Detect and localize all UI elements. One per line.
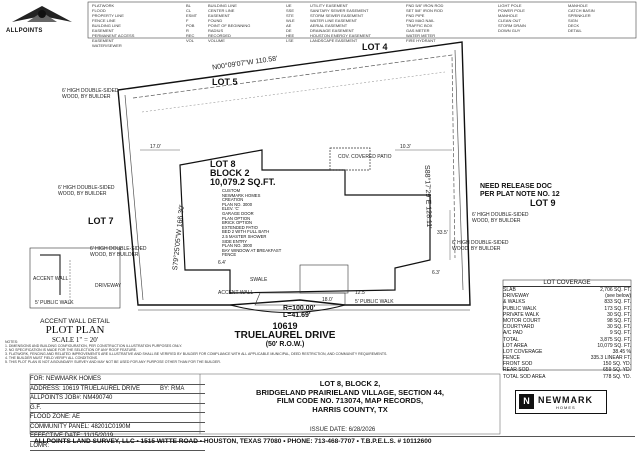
detail-walk-label: 5' PUBLIC WALK xyxy=(35,300,74,306)
fence-text: WOOD, BY BUILDER xyxy=(472,218,529,224)
legal-description: LOT 8, BLOCK 2,BRIDGELAND PRAIRIELAND VI… xyxy=(200,380,500,414)
release-doc-note: NEED RELEASE DOC PER PLAT NOTE NO. 12 xyxy=(480,183,560,199)
info-row: FOR: NEWMARK HOMES xyxy=(30,375,205,385)
coverage-label: TOTAL SOD AREA xyxy=(503,374,545,380)
newmark-name: NEWMARK xyxy=(538,395,593,405)
dim-12-5: 12.5' xyxy=(355,290,366,296)
lot-5-label: LOT 5 xyxy=(212,77,238,87)
lot-4-label: LOT 4 xyxy=(362,42,388,52)
info-row: COMMUNITY PANEL: 48201C0190M xyxy=(30,423,205,433)
fence-text: WOOD, BY BUILDER xyxy=(58,191,115,197)
detail-driveway-label: DRIVEWAY xyxy=(95,283,121,289)
dim-6-3: 6.3' xyxy=(432,270,440,276)
detail-accent-label: ACCENT WALL xyxy=(33,276,68,282)
info-row: G.F. xyxy=(30,404,205,414)
newmark-logo: N NEWMARK HOMES xyxy=(515,390,607,414)
dim-10: 10.3' xyxy=(400,144,411,150)
dim-17: 17.0' xyxy=(150,144,161,150)
plot-plan-title: PLOT PLAN xyxy=(30,325,120,336)
dim-33: 33.5' xyxy=(437,230,448,236)
issue-date: ISSUE DATE: 6/28/2026 xyxy=(310,427,375,433)
info-row: FLOOD ZONE: AE xyxy=(30,413,205,423)
footer-text: ALLPOINTS LAND SURVEY, LLC • 1515 WITTE … xyxy=(34,438,431,445)
accent-wall-label: ACCENT WALL xyxy=(218,290,253,296)
legal-line: HARRIS COUNTY, TX xyxy=(200,406,500,415)
dim-18: 18.0' xyxy=(322,297,333,303)
nm-logo-icon: N xyxy=(519,394,534,409)
curve-radius: R=100.00' xyxy=(283,305,315,312)
accent-wall-shape xyxy=(40,255,60,295)
curve-data: R=100.00' L=41.69' xyxy=(283,305,315,319)
public-walk-label: 5' PUBLIC WALK xyxy=(355,299,394,305)
lot-7-label: LOT 7 xyxy=(88,216,114,226)
swale-label: SWALE xyxy=(250,277,267,283)
coverage-title: LOT COVERAGE xyxy=(503,280,631,287)
right-fence-line xyxy=(455,50,463,290)
release-doc-line-2: PER PLAT NOTE NO. 12 xyxy=(480,191,560,199)
legend-frame xyxy=(88,2,636,38)
release-doc-line-1: NEED RELEASE DOC xyxy=(480,183,560,191)
newmark-sub: HOMES xyxy=(556,405,576,410)
lot-8-block: LOT 8 BLOCK 2 10,079.2 SQ.FT. xyxy=(210,160,276,187)
fence-text: WOOD, BY BUILDER xyxy=(452,246,509,252)
lot-9-label: LOT 9 xyxy=(530,198,556,208)
drawn-by: BY: RMA xyxy=(160,386,184,392)
info-row: ALLPOINTS JOB#: NM490740 xyxy=(30,394,205,404)
coverage-row: TOTAL SOD AREA 778 SQ. YD. xyxy=(503,374,631,380)
dim-6-4: 6.4' xyxy=(218,260,226,266)
lot-area: 10,079.2 SQ.FT. xyxy=(210,178,276,187)
utility-easement-line xyxy=(142,72,445,112)
fence-text: WOOD, BY BUILDER xyxy=(62,94,119,100)
fence-text: WOOD, BY BUILDER xyxy=(90,252,147,258)
footer-bar: ALLPOINTS LAND SURVEY, LLC • 1515 WITTE … xyxy=(30,436,635,447)
covered-patio-label: COV. COVERED PATIO xyxy=(338,154,392,160)
plan-detail-line: FENCE xyxy=(222,253,281,258)
curve-length: L=41.69' xyxy=(283,312,315,319)
coverage-value: 778 SQ. YD. xyxy=(603,374,631,380)
